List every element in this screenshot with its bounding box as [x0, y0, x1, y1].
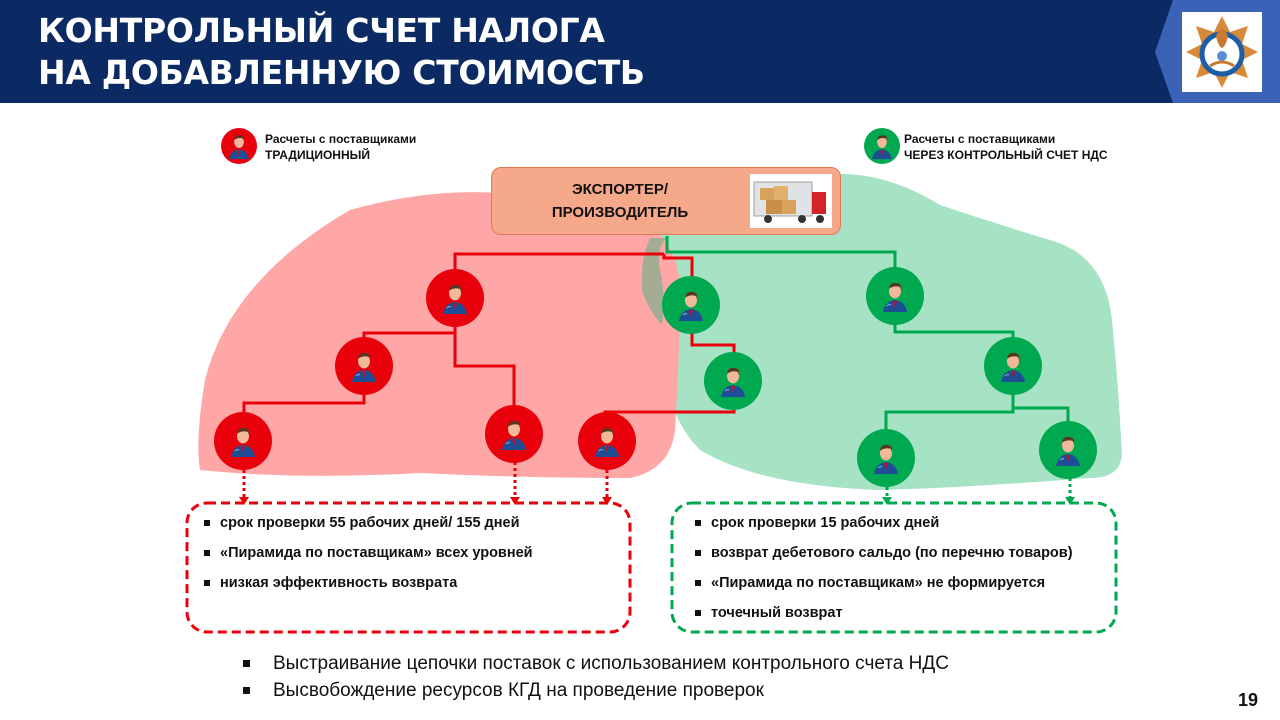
- person-node-green: [662, 276, 720, 334]
- traditional-feature-item: срок проверки 55 рабочих дней/ 155 дней: [196, 508, 621, 538]
- traditional-feature-item: «Пирамида по поставщикам» всех уровней: [196, 538, 621, 568]
- traditional-box-border: [185, 501, 632, 634]
- traditional-feature-item: низкая эффективность возврата: [196, 568, 621, 598]
- summary-bullet: Высвобождение ресурсов КГД на проведение…: [243, 677, 949, 704]
- slide-title-line2: НА ДОБАВЛЕННУЮ СТОИМОСТЬ: [38, 53, 645, 92]
- legend-traditional-line1: Расчеты с поставщиками: [265, 132, 417, 146]
- person-node-red: [214, 412, 272, 470]
- traditional-features: срок проверки 55 рабочих дней/ 155 дней …: [196, 508, 621, 598]
- control-feature-item: срок проверки 15 рабочих дней: [687, 508, 1112, 538]
- traditional-nodes: [214, 269, 636, 470]
- tax-committee-emblem-icon: [1182, 12, 1262, 92]
- overlap-zone: [641, 238, 666, 325]
- red-zone: [198, 192, 681, 478]
- person-node-green: [1039, 421, 1097, 479]
- legend-traditional-line2: ТРАДИЦИОННЫЙ: [265, 148, 370, 162]
- control-features: срок проверки 15 рабочих дней возврат де…: [687, 508, 1112, 628]
- summary-bullets: Выстраивание цепочки поставок с использо…: [243, 650, 949, 704]
- slide-title: КОНТРОЛЬНЫЙ СЧЕТ НАЛОГА НА ДОБАВЛЕННУЮ С…: [38, 10, 645, 94]
- header-banner: [0, 0, 1280, 103]
- person-node-red: [578, 412, 636, 470]
- exporter-line1: ЭКСПОРТЕР/: [571, 181, 669, 198]
- person-node-red: [426, 269, 484, 327]
- person-node-red: [335, 337, 393, 395]
- control-feature-item: точечный возврат: [687, 598, 1112, 628]
- legend-control-line2: ЧЕРЕЗ КОНТРОЛЬНЫЙ СЧЕТ НДС: [904, 148, 1108, 162]
- control-feature-item: возврат дебетового сальдо (по перечню то…: [687, 538, 1112, 568]
- arrow-head: [882, 497, 892, 505]
- arrow-head: [602, 497, 612, 505]
- legend-control-line1: Расчеты с поставщиками: [904, 132, 1056, 146]
- slide-title-line1: КОНТРОЛЬНЫЙ СЧЕТ НАЛОГА: [38, 11, 605, 50]
- control-nodes: [662, 267, 1097, 487]
- control-box-border: [670, 501, 1118, 634]
- person-node-green: [984, 337, 1042, 395]
- control-arrows: [885, 478, 1072, 498]
- arrow-head: [239, 497, 249, 505]
- arrow-head: [1065, 497, 1075, 505]
- traditional-arrows: [242, 462, 609, 498]
- exporter-line2: ПРОИЗВОДИТЕЛЬ: [551, 204, 689, 221]
- summary-bullet: Выстраивание цепочки поставок с использо…: [243, 650, 949, 677]
- arrow-head: [510, 497, 520, 505]
- person-icon: [221, 128, 257, 164]
- truck-cargo-icon: [750, 174, 832, 228]
- person-node-green: [704, 352, 762, 410]
- control-feature-item: «Пирамида по поставщикам» не формируется: [687, 568, 1112, 598]
- exporter-box: ЭКСПОРТЕР/ ПРОИЗВОДИТЕЛЬ: [491, 167, 841, 235]
- person-icon: [864, 128, 900, 164]
- person-node-red: [485, 405, 543, 463]
- person-node-green: [866, 267, 924, 325]
- page-number: 19: [1238, 690, 1259, 710]
- person-node-green: [857, 429, 915, 487]
